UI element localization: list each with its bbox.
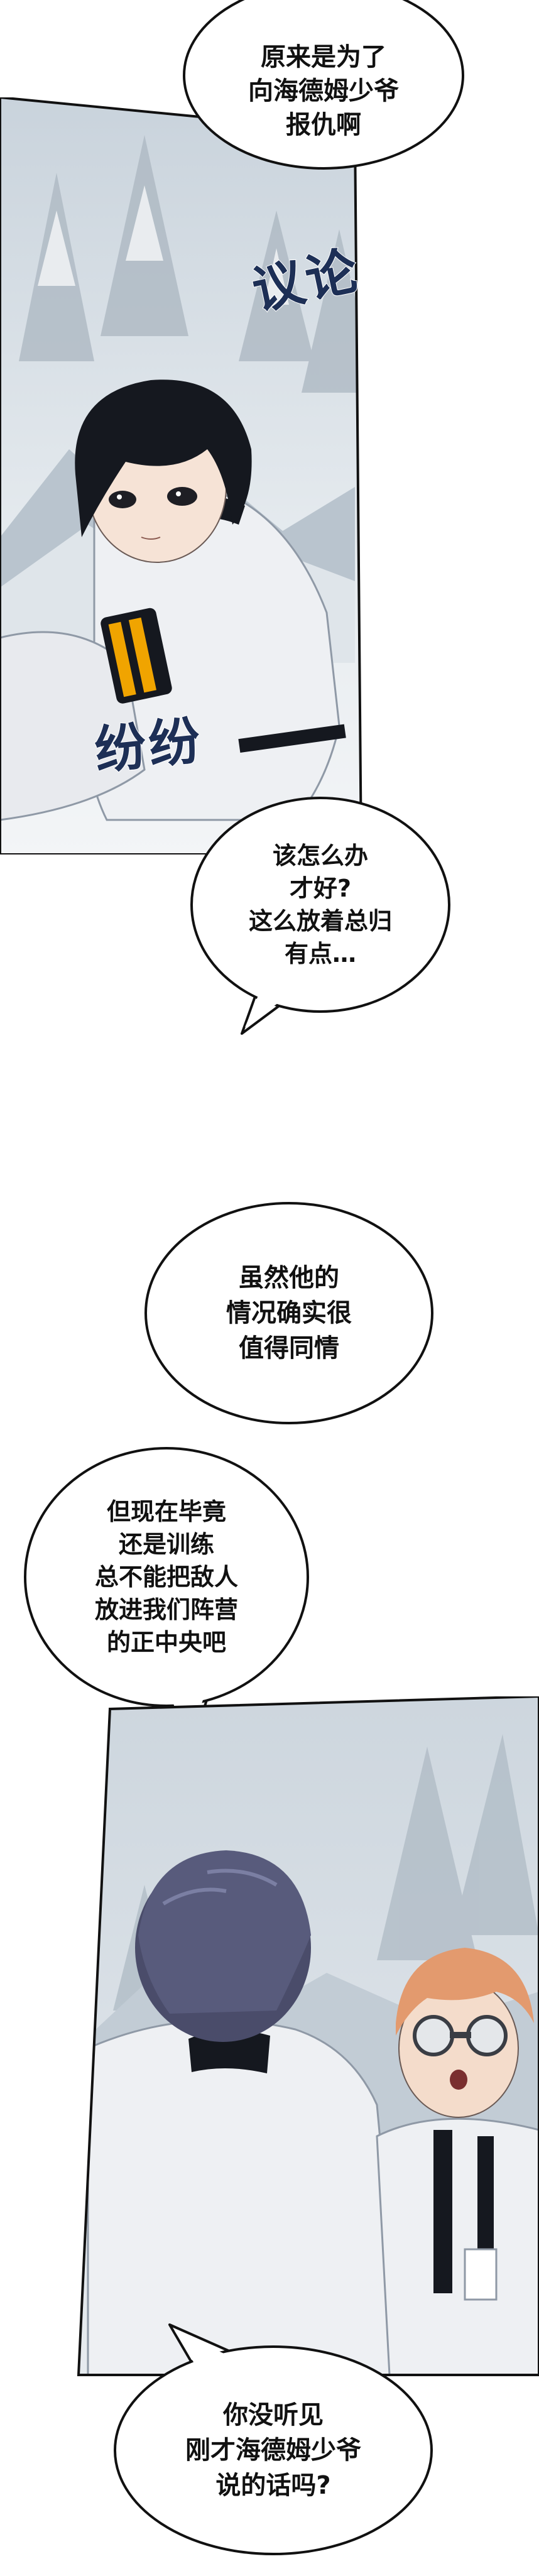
bubble-1-shape [183, 0, 464, 170]
bubble-2-line: 才好? [289, 875, 352, 902]
bubble-5-line: 刚才海德姆少爷 [185, 2436, 361, 2465]
panel-1-art [0, 97, 363, 854]
speech-bubble-5: 你没听见 刚才海德姆少爷 说的话吗? [110, 2323, 437, 2576]
bubble-1-line: 报仇啊 [286, 111, 361, 139]
bubble-3-line: 情况确实很 [226, 1299, 352, 1328]
bubble-5-line: 说的话吗? [215, 2471, 331, 2500]
bubble-5-line: 你没听见 [223, 2401, 324, 2430]
speech-bubble-3: 虽然他的 情况确实很 值得同情 [141, 1197, 437, 1436]
bubble-3-line: 虽然他的 [239, 1263, 339, 1292]
panel-1 [0, 97, 539, 854]
speech-bubble-2: 该怎么办 才好? 这么放着总归 有点… [182, 789, 459, 1035]
sfx-chatter: 纷纷 [91, 710, 206, 782]
bubble-2-line: 有点… [284, 940, 356, 968]
bubble-2-shape [190, 797, 450, 1035]
bubble-4-line: 放进我们阵营 [94, 1596, 238, 1624]
bubble-4-line: 总不能把敌人 [94, 1563, 238, 1591]
bubble-3-shape [144, 1202, 433, 1424]
panel-2-art [77, 1696, 539, 2376]
speech-bubble-1: 原来是为了 向海德姆少爷 报仇啊 [179, 0, 468, 182]
bubble-1-line: 向海德姆少爷 [248, 77, 399, 106]
bubble-4-line: 还是训练 [118, 1531, 214, 1558]
bubble-3-line: 值得同情 [239, 1334, 339, 1363]
bubble-4-line: 但现在毕竟 [106, 1498, 226, 1525]
bubble-1-line: 原来是为了 [261, 43, 386, 72]
bubble-4-line: 的正中央吧 [106, 1629, 226, 1656]
bubble-2-line: 这么放着总归 [248, 907, 392, 935]
bubble-5-shape [114, 2323, 433, 2555]
panel-2 [0, 1696, 539, 2573]
bubble-2-line: 该怎么办 [272, 842, 368, 870]
